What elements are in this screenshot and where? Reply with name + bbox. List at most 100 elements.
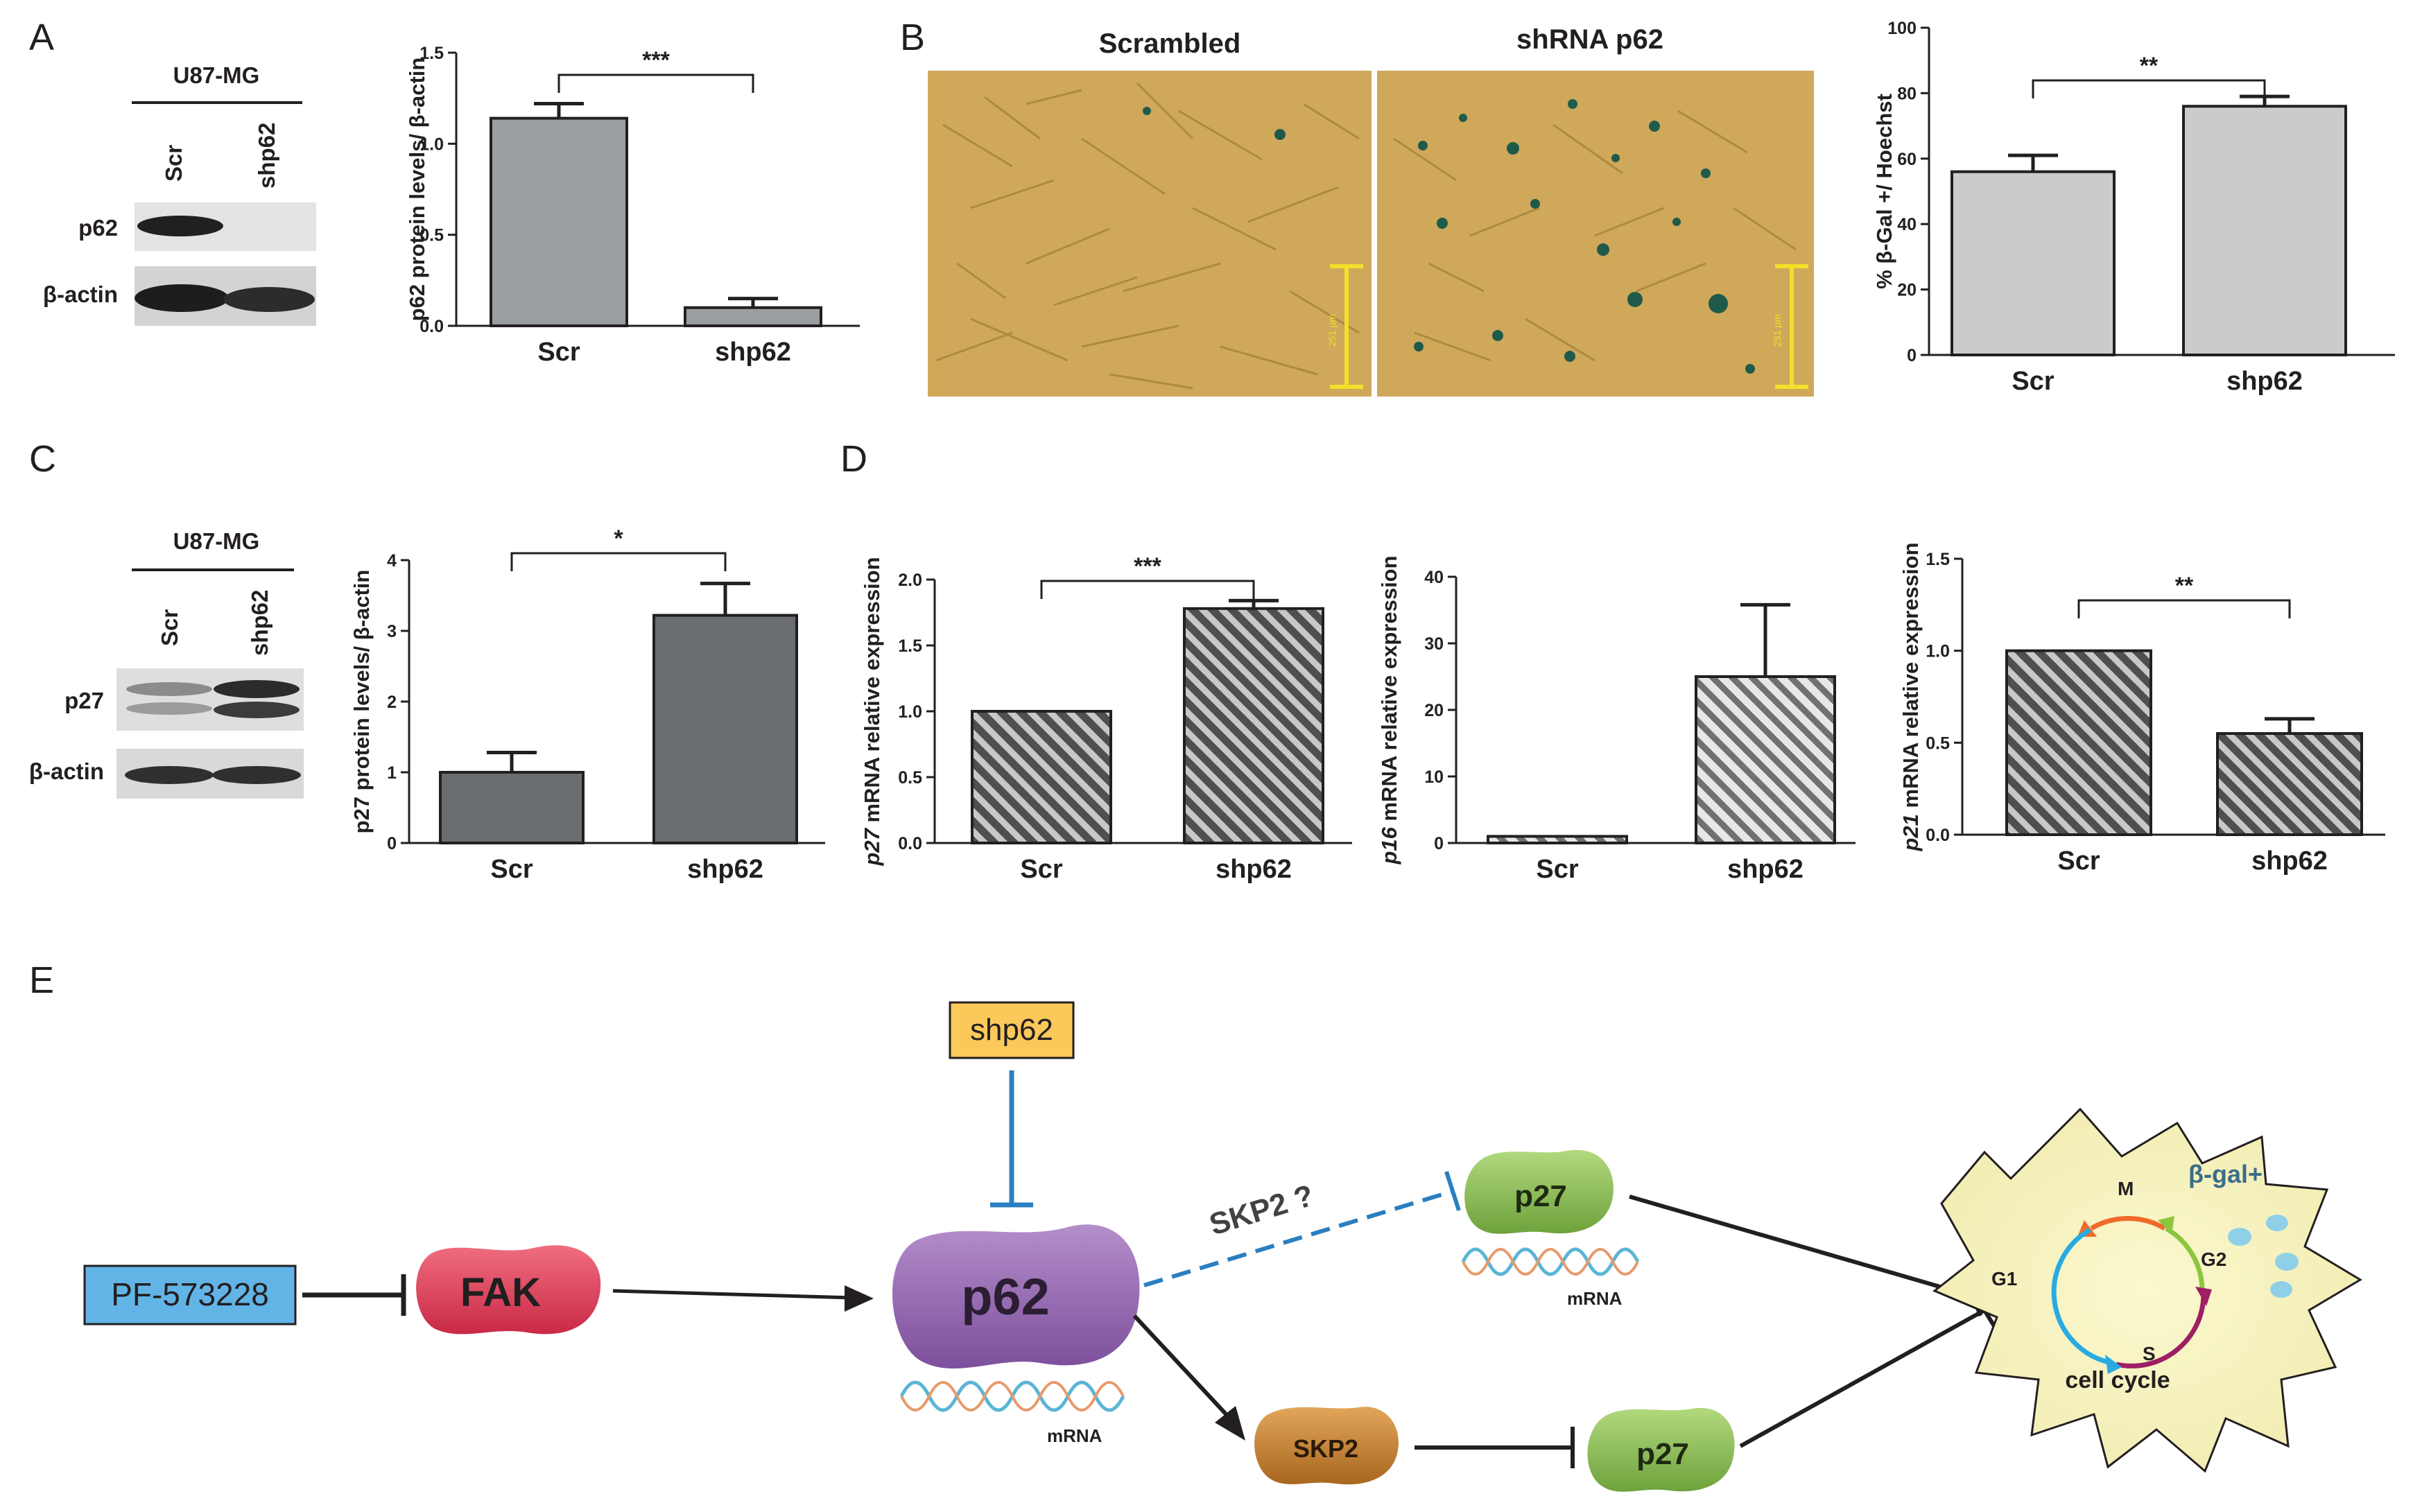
skp2-node [1254,1407,1399,1485]
y-tick-label-A-0: 0.0 [419,317,444,336]
micrograph-shrna-stains [1414,99,1755,374]
scale-bar-right-label: 251 μm [1772,314,1783,347]
panel-label-c: C [29,438,56,480]
blot-a-band-p62: p62 [78,215,118,241]
y-tick-label-D2-0: 0 [1434,834,1444,853]
bar-B-shp62 [2182,105,2347,356]
blot-a-band-p62-scr [137,216,223,236]
blot-c-band-actin: β-actin [29,758,104,784]
blot-c-band-p27-shp62-lower [214,702,300,718]
p62-mrna-label: mRNA [1047,1425,1102,1446]
bar-D1-Scr [971,710,1112,844]
p27-bottom-label: p27 [1636,1437,1689,1471]
y-axis-label-B: % β-Gal +/ Hoechst [1872,94,1896,289]
bar-C-Scr [439,771,585,844]
y-tick-label-D1-2: 1.0 [898,702,922,722]
p27-bottom-inhibits-g1 [1739,1308,1986,1448]
skp2-label: SKP2 [1293,1434,1358,1463]
bar-D2-Scr [1487,835,1628,845]
y-tick-label-D2-1: 10 [1424,767,1444,787]
micrograph-title-scrambled: Scrambled [1099,28,1241,59]
y-tick-label-D2-2: 20 [1424,701,1444,720]
y-tick-label-D3-1: 0.5 [1926,733,1950,753]
p62-activates-skp2 [1132,1314,1231,1419]
p27-top-node [1464,1149,1614,1234]
blot-c-band-actin-scr [125,766,214,784]
bar-D2-shp62 [1695,675,1836,844]
fak-node [416,1245,601,1335]
phase-label-g2: G2 [2201,1249,2226,1270]
y-tick-label-B-0: 0 [1907,346,1917,365]
p27-top-inhibits-g1 [1629,1194,1974,1298]
y-tick-label-D1-3: 1.5 [898,636,922,656]
blot-c-lane-scr: Scr [157,609,182,646]
y-tick-label-D3-0: 0.0 [1926,826,1950,845]
y-tick-label-D2-3: 30 [1424,634,1444,654]
fak-activates-p62 [612,1289,854,1301]
x-category-D2-1: shp62 [1727,855,1803,884]
skp2-question-label: SKP2 ? [1206,1179,1318,1242]
beta-gal-granule-1 [2228,1228,2251,1246]
x-category-D1-0: Scr [1020,855,1062,884]
y-tick-label-A-1: 0.5 [419,226,444,245]
bar-A-shp62 [684,306,822,328]
cycle-arc-m [2090,1215,2166,1231]
x-category-D2-0: Scr [1536,855,1578,884]
micrograph-shrna [1377,71,1814,397]
y-axis-label-A: p62 protein levels/ β-actin [405,58,429,322]
blot-c-strip-p27 [116,668,304,731]
y-tick-label-B-4: 80 [1897,84,1917,103]
y-axis-label-D3: p21 mRNA relative expression [1898,542,1923,851]
y-tick-label-D1-1: 0.5 [898,768,922,788]
fak-label: FAK [460,1270,541,1315]
p62-mrna-helix-b [900,1381,1125,1411]
pf-573228-label: PF-573228 [111,1276,269,1312]
panel-label-a: A [29,17,54,58]
x-category-B-0: Scr [2012,367,2054,396]
blot-c-band-p27-scr-upper [126,682,212,696]
blot-c-band-p27-shp62-upper [214,680,300,698]
beta-gal-granule-2 [2266,1215,2288,1231]
shp62-label: shp62 [970,1013,1053,1047]
blot-a-band-actin-scr [135,284,229,312]
y-tick-label-D2-4: 40 [1424,568,1444,587]
skp2-question-inhibits-p27 [1143,1189,1454,1287]
phase-label-m: M [2118,1178,2134,1199]
y-tick-label-B-2: 40 [1897,215,1917,234]
phase-label-g1: G1 [1991,1268,2017,1289]
blot-a-band-actin-shp62 [223,287,315,312]
x-category-C-0: Scr [490,855,533,884]
significance-stars-B: ** [2140,53,2159,79]
blot-a-lane-scr: Scr [161,145,187,182]
y-tick-label-A-3: 1.5 [419,44,444,63]
micrograph-shrna-cells [1393,110,1797,362]
significance-stars-A: *** [642,47,670,73]
western-blot-c: U87-MG Scr shp62 p27 β-actin [29,528,304,799]
significance-bracket-C [510,552,727,571]
y-axis-label-D2: p16 mRNA relative expression [1377,555,1401,864]
beta-gal-granule-4 [2270,1281,2292,1298]
x-category-D3-0: Scr [2057,846,2100,876]
bar-D3-shp62 [2216,732,2363,836]
p27-mrna-helix-b [1462,1248,1639,1276]
blot-c-band-p27: p27 [64,688,104,713]
micrograph-scrambled-stain-1 [1143,107,1151,115]
p27-bottom-node [1587,1407,1735,1492]
y-tick-label-D3-2: 1.0 [1926,642,1950,661]
y-tick-label-C-2: 2 [387,693,397,712]
phase-label-s: S [2143,1343,2156,1364]
bar-D3-Scr [2005,649,2152,837]
x-category-B-1: shp62 [2226,367,2303,396]
blot-a-cell-line: U87-MG [173,62,260,88]
significance-bracket-A [557,73,754,93]
y-tick-label-A-2: 1.0 [419,134,444,154]
cycle-arc-g1 [2051,1227,2113,1366]
p27-top-label: p27 [1514,1179,1567,1213]
shp62-box [949,1001,1075,1059]
senescent-cell [1932,1107,2362,1473]
micrograph-scrambled [928,71,1372,397]
